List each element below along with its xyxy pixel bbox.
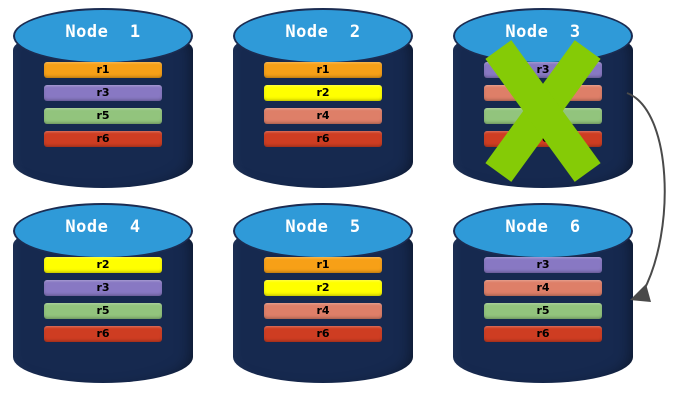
node-title: Node 4 (65, 217, 141, 237)
record-list: r1 r2 r4 r6 (264, 257, 382, 342)
database-node-3[interactable]: Node 3 r3 r4 r5 r6 (453, 8, 633, 188)
record-bar[interactable]: r6 (264, 326, 382, 342)
record-bar[interactable]: r6 (44, 131, 162, 147)
record-bar[interactable]: r3 (484, 257, 602, 273)
record-bar[interactable]: r3 (44, 85, 162, 101)
database-node-4[interactable]: Node 4 r2 r3 r5 r6 (13, 203, 193, 383)
record-bar[interactable]: r6 (44, 326, 162, 342)
record-bar[interactable]: r5 (484, 303, 602, 319)
record-list: r1 r2 r4 r6 (264, 62, 382, 147)
database-node-2[interactable]: Node 2 r1 r2 r4 r6 (233, 8, 413, 188)
record-list: r3 r4 r5 r6 (484, 257, 602, 342)
record-bar[interactable]: r2 (264, 280, 382, 296)
node-title: Node 5 (285, 217, 361, 237)
record-bar[interactable]: r6 (484, 131, 602, 147)
record-bar[interactable]: r5 (484, 108, 602, 124)
record-bar[interactable]: r6 (264, 131, 382, 147)
record-bar[interactable]: r4 (484, 280, 602, 296)
failover-arrow-head (630, 284, 651, 302)
node-title: Node 3 (505, 22, 581, 42)
cylinder-top-ellipse (13, 8, 193, 64)
record-list: r3 r4 r5 r6 (484, 62, 602, 147)
record-bar[interactable]: r5 (44, 108, 162, 124)
record-bar[interactable]: r6 (484, 326, 602, 342)
record-bar[interactable]: r4 (264, 108, 382, 124)
database-node-5[interactable]: Node 5 r1 r2 r4 r6 (233, 203, 413, 383)
cylinder-top-ellipse (233, 203, 413, 259)
node-title: Node 6 (505, 217, 581, 237)
record-bar[interactable]: r4 (484, 85, 602, 101)
record-bar[interactable]: r2 (44, 257, 162, 273)
record-bar[interactable]: r4 (264, 303, 382, 319)
record-bar[interactable]: r1 (44, 62, 162, 78)
record-bar[interactable]: r2 (264, 85, 382, 101)
record-bar[interactable]: r3 (44, 280, 162, 296)
record-bar[interactable]: r1 (264, 62, 382, 78)
record-list: r2 r3 r5 r6 (44, 257, 162, 342)
record-bar[interactable]: r3 (484, 62, 602, 78)
node-title: Node 2 (285, 22, 361, 42)
record-bar[interactable]: r1 (264, 257, 382, 273)
database-node-6[interactable]: Node 6 r3 r4 r5 r6 (453, 203, 633, 383)
node-title: Node 1 (65, 22, 141, 42)
record-bar[interactable]: r5 (44, 303, 162, 319)
record-list: r1 r3 r5 r6 (44, 62, 162, 147)
database-node-1[interactable]: Node 1 r1 r3 r5 r6 (13, 8, 193, 188)
cylinder-top-ellipse (233, 8, 413, 64)
